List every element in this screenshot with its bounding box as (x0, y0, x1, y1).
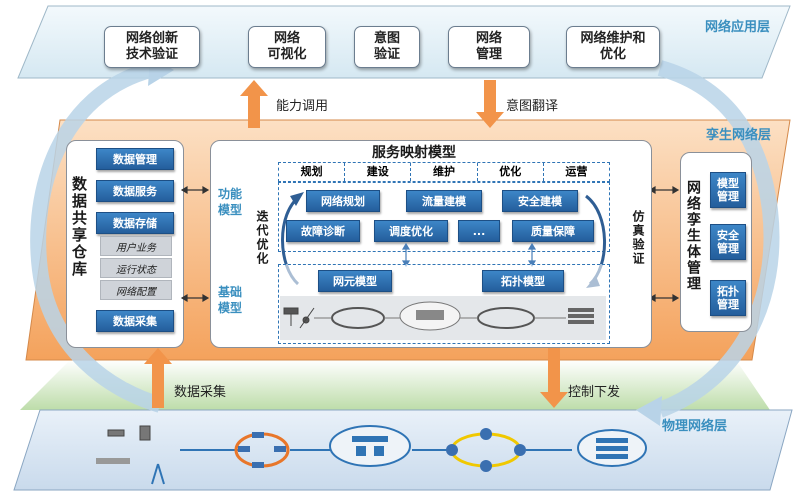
twin-model-management[interactable]: 模型管理 (710, 172, 746, 208)
simulation-verification-label: 仿真验证 (631, 210, 645, 266)
iterative-optimization-label: 迭代优化 (255, 210, 269, 266)
repo-item-user-business: 用户业务 (100, 236, 172, 256)
arrow-data-collection (144, 348, 172, 408)
twin-model-management-label: 模型管理 (717, 177, 739, 203)
app-box-line: 优化 (599, 47, 626, 62)
function-scheduling-optimization[interactable]: 调度优化 (374, 220, 448, 242)
satellite-icon (107, 425, 151, 441)
iterate-arrowhead-left (290, 192, 304, 206)
function-traffic-modeling[interactable]: 流量建模 (406, 190, 482, 212)
control-issue-label: 控制下发 (568, 385, 621, 400)
phase-maintenance: 维护 (411, 163, 478, 181)
service-mapping-title: 服务映射模型 (372, 145, 456, 161)
app-box-line: 网络 (273, 31, 300, 46)
app-box-innovation-verify[interactable]: 网络创新技术验证 (104, 26, 200, 68)
repo-item-network-config: 网络配置 (100, 280, 172, 300)
capability-call-label: 能力调用 (276, 99, 329, 114)
app-box-line: 可视化 (267, 47, 307, 62)
app-box-maintenance[interactable]: 网络维护和优化 (566, 26, 660, 68)
function-more[interactable]: ... (458, 220, 500, 242)
app-box-visualization[interactable]: 网络可视化 (248, 26, 326, 68)
arrow-capability-call (240, 80, 268, 128)
cycle-arrow-right (657, 60, 780, 418)
cycle-arrow-left (30, 62, 163, 413)
app-box-line: 网络维护和 (580, 31, 646, 46)
intent-translation-label: 意图翻译 (506, 99, 559, 114)
app-box-line: 意图 (373, 31, 400, 46)
function-security-modeling[interactable]: 安全建模 (502, 190, 578, 212)
app-box-line: 管理 (475, 47, 502, 62)
basic-ne-model[interactable]: 网元模型 (318, 270, 392, 292)
repo-item-data-collection[interactable]: 数据采集 (96, 310, 174, 332)
function-quality-assurance[interactable]: 质量保障 (512, 220, 594, 242)
twin-server-icon (568, 308, 594, 324)
green-projection (20, 360, 770, 410)
twin-network-strip (280, 296, 606, 340)
function-model-box (278, 182, 610, 252)
phase-row: 规划 建设 维护 优化 运营 (278, 162, 610, 182)
datacenter-icon (577, 429, 647, 467)
twin-devices-icon (283, 307, 315, 329)
app-box-line: 技术验证 (125, 47, 178, 62)
phase-optimization: 优化 (478, 163, 544, 181)
app-box-intent-verify[interactable]: 意图验证 (354, 26, 420, 68)
repo-item-data-storage[interactable]: 数据存储 (96, 212, 174, 234)
antenna-icon (151, 463, 165, 485)
twin-cloud-icon (399, 301, 461, 331)
phase-building: 建设 (345, 163, 412, 181)
app-box-line: 网络创新 (125, 31, 178, 46)
app-box-line: 网络 (475, 31, 502, 46)
function-fault-diagnosis[interactable]: 故障诊断 (286, 220, 360, 242)
basic-model-label: 基础模型 (218, 285, 243, 315)
twin-topology-management[interactable]: 拓扑管理 (710, 280, 746, 316)
phase-planning: 规划 (279, 163, 346, 181)
repo-item-operating-status: 运行状态 (100, 258, 172, 278)
application-layer-label: 网络应用层 (705, 20, 771, 35)
functional-model-label: 功能模型 (218, 187, 243, 217)
data-repository-title: 数据共享仓库 (70, 176, 88, 278)
function-network-planning[interactable]: 网络规划 (306, 190, 380, 212)
arrow-intent-translation (476, 80, 504, 128)
app-box-management[interactable]: 网络管理 (448, 26, 530, 68)
arrow-control-issue (540, 348, 568, 408)
repo-item-data-service[interactable]: 数据服务 (96, 180, 174, 202)
twin-security-management[interactable]: 安全管理 (710, 224, 746, 260)
twin-security-management-label: 安全管理 (717, 229, 739, 255)
phase-operation: 运营 (565, 165, 588, 178)
aircraft-icon (96, 458, 130, 464)
basic-topology-model[interactable]: 拓扑模型 (482, 270, 564, 292)
phy-cloud-icon (329, 425, 411, 467)
data-collection-label: 数据采集 (174, 385, 227, 400)
twin-layer-label: 孪生网络层 (706, 128, 772, 143)
twin-topology-management-label: 拓扑管理 (717, 285, 739, 311)
repo-item-data-management[interactable]: 数据管理 (96, 148, 174, 170)
physical-layer-label: 物理网络层 (662, 419, 728, 434)
cycle-arrowhead-bottom (636, 396, 662, 426)
twin-management-title: 网络孪生体管理 (685, 180, 701, 292)
app-box-line: 验证 (373, 47, 400, 62)
